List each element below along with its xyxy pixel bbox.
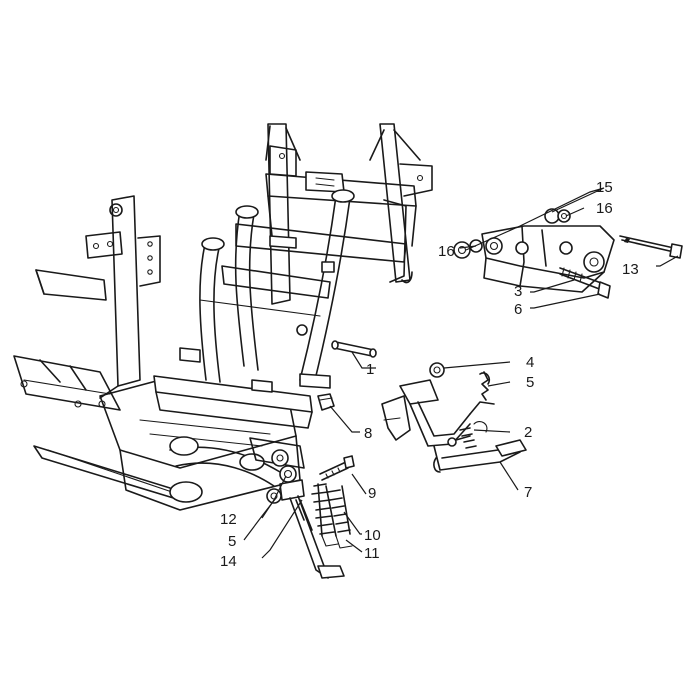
engine-bracket-assembly	[453, 208, 683, 299]
callout-labels: 1 2 3 4 5 5 6 7 8 9 10 11 12 13 14 15 16…	[220, 179, 639, 570]
callout-6: 6	[514, 301, 522, 318]
callout-16-right: 16	[596, 200, 613, 217]
callout-10: 10	[364, 527, 381, 544]
callout-13: 13	[622, 261, 639, 278]
stand-assembly-right	[381, 362, 527, 473]
main-frame	[13, 123, 433, 511]
callout-12: 12	[220, 511, 237, 528]
stand-assembly-center	[266, 455, 355, 579]
callout-4: 4	[526, 354, 534, 371]
callout-2: 2	[524, 424, 532, 441]
pin-part	[331, 340, 377, 358]
callout-11: 11	[364, 545, 380, 562]
callout-14: 14	[220, 553, 237, 570]
callout-8: 8	[364, 425, 372, 442]
callout-9: 9	[368, 485, 376, 502]
leader-lines	[243, 187, 679, 559]
callout-3: 3	[514, 283, 522, 300]
callout-5-upper: 5	[526, 374, 534, 391]
callout-1: 1	[366, 361, 374, 378]
callout-5-lower: 5	[228, 533, 236, 550]
callout-15: 15	[596, 179, 613, 196]
callout-7: 7	[524, 484, 532, 501]
callout-16-left: 16	[438, 243, 455, 260]
